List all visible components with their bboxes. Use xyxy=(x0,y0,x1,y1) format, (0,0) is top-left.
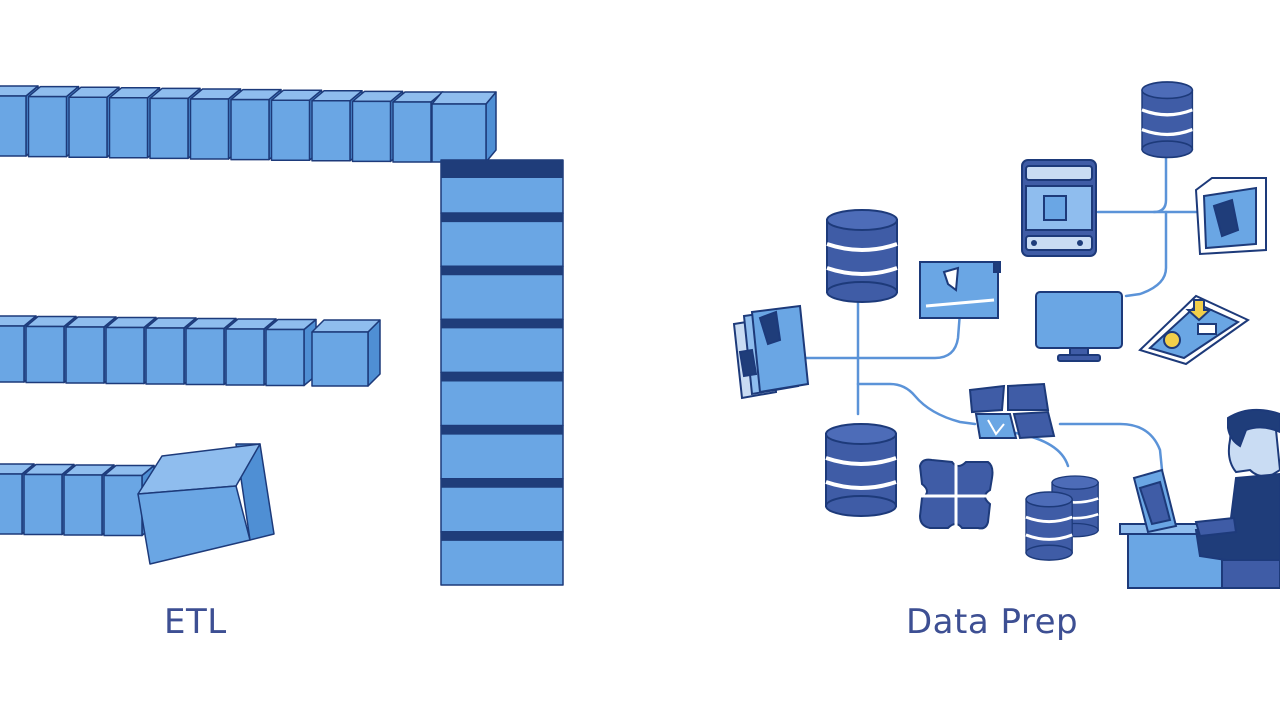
etl-top-conveyor-blocks xyxy=(0,85,497,163)
stacked-data-block xyxy=(440,159,564,214)
report-panel-icon xyxy=(919,261,1001,319)
etl-illustration xyxy=(0,85,564,586)
tablet-chart-icon xyxy=(1138,294,1250,366)
block-edge xyxy=(441,319,563,329)
data-block-large xyxy=(137,443,275,565)
data-prep-label: Data Prep xyxy=(906,602,1079,642)
database-icon xyxy=(1140,80,1195,160)
etl-stacked-blocks-tower xyxy=(440,159,564,586)
block-edge xyxy=(441,531,563,541)
application-window-icon xyxy=(1021,159,1097,257)
notebook-icon xyxy=(1194,177,1267,256)
stacked-data-block xyxy=(440,371,564,427)
dashboard-tiles-icon xyxy=(968,382,1056,440)
block-edge xyxy=(441,478,563,488)
stacked-data-block xyxy=(440,478,564,533)
database-icon xyxy=(824,422,898,518)
data-block xyxy=(431,91,497,163)
block-edge xyxy=(441,213,563,223)
stacked-data-block xyxy=(440,424,564,480)
stacked-data-block xyxy=(440,212,564,267)
analyst-at-computer-icon xyxy=(1119,408,1280,589)
stacked-data-block xyxy=(440,318,564,374)
puzzle-pieces-icon xyxy=(918,458,994,530)
etl-middle-conveyor-blocks xyxy=(0,315,381,387)
data-block xyxy=(265,318,317,387)
database-stack-icon xyxy=(1024,474,1100,562)
data-prep-illustration xyxy=(732,80,1280,589)
stacked-data-block xyxy=(440,265,564,321)
block-edge xyxy=(441,160,563,178)
block-edge xyxy=(441,266,563,276)
block-edge xyxy=(441,372,563,382)
stacked-data-block xyxy=(440,531,564,586)
monitor-icon xyxy=(1035,291,1123,362)
database-icon xyxy=(825,208,899,304)
block-edge xyxy=(441,425,563,435)
etl-label: ETL xyxy=(164,602,227,642)
etl-bottom-conveyor-blocks xyxy=(0,443,275,565)
folder-documents-icon xyxy=(732,304,810,400)
data-block xyxy=(311,319,381,387)
